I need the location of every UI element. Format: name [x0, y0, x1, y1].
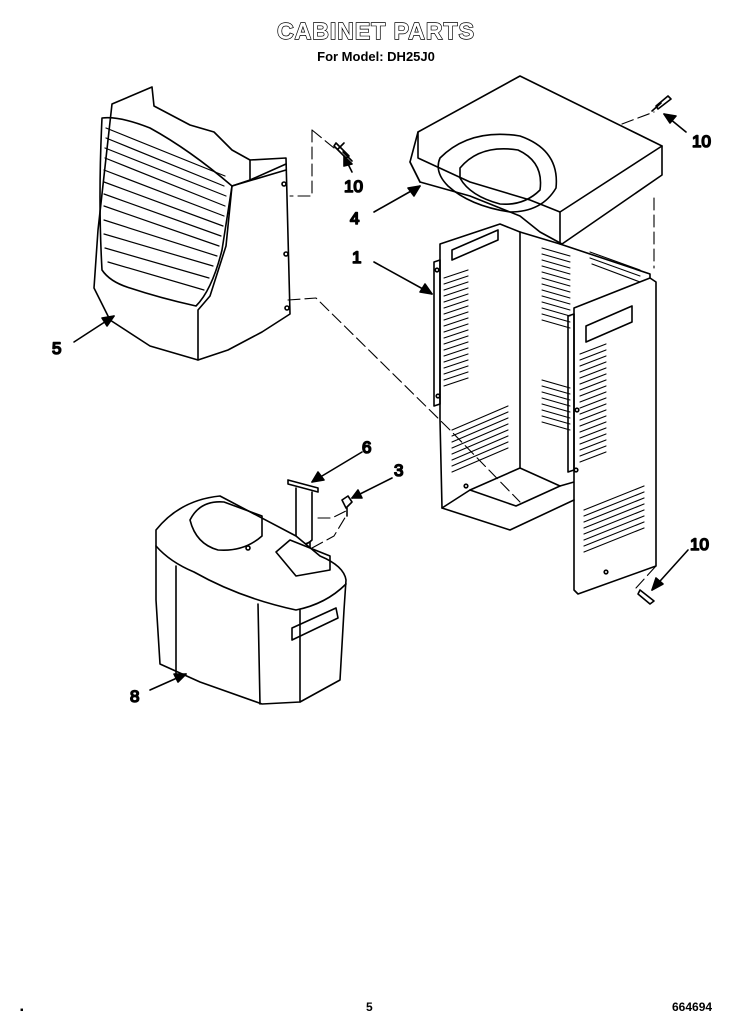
callout-1: 1: [352, 248, 361, 267]
footer-marker: ▪: [20, 1005, 24, 1016]
callout-5: 5: [52, 339, 61, 358]
assembly-dashed-lines: [287, 111, 657, 589]
part-10-screw-top: [333, 142, 353, 162]
page-title: CABINET PARTS: [276, 17, 475, 44]
callout-10-top-right: 10: [692, 132, 711, 151]
callout-4: 4: [350, 209, 359, 228]
callout-3: 3: [394, 461, 403, 480]
model-subtitle: For Model: DH25J0: [317, 49, 435, 64]
part-4-top-cover: [409, 75, 663, 245]
part-10-screw-bottom-right: [637, 589, 655, 605]
callout-6: 6: [362, 438, 371, 457]
part-5-front-grille: [93, 86, 291, 361]
part-1-cabinet-body: [433, 223, 657, 595]
document-code: 664694: [672, 1000, 713, 1014]
callout-arrows: [73, 113, 689, 691]
callout-10-top: 10: [344, 177, 363, 196]
part-3-screw: [341, 495, 353, 517]
callout-8: 8: [130, 687, 139, 706]
callout-10-bottom: 10: [690, 535, 709, 554]
page-number: 5: [366, 1000, 373, 1014]
part-10-screw-top-right: [651, 95, 672, 112]
part-8-water-bucket: [155, 495, 347, 705]
